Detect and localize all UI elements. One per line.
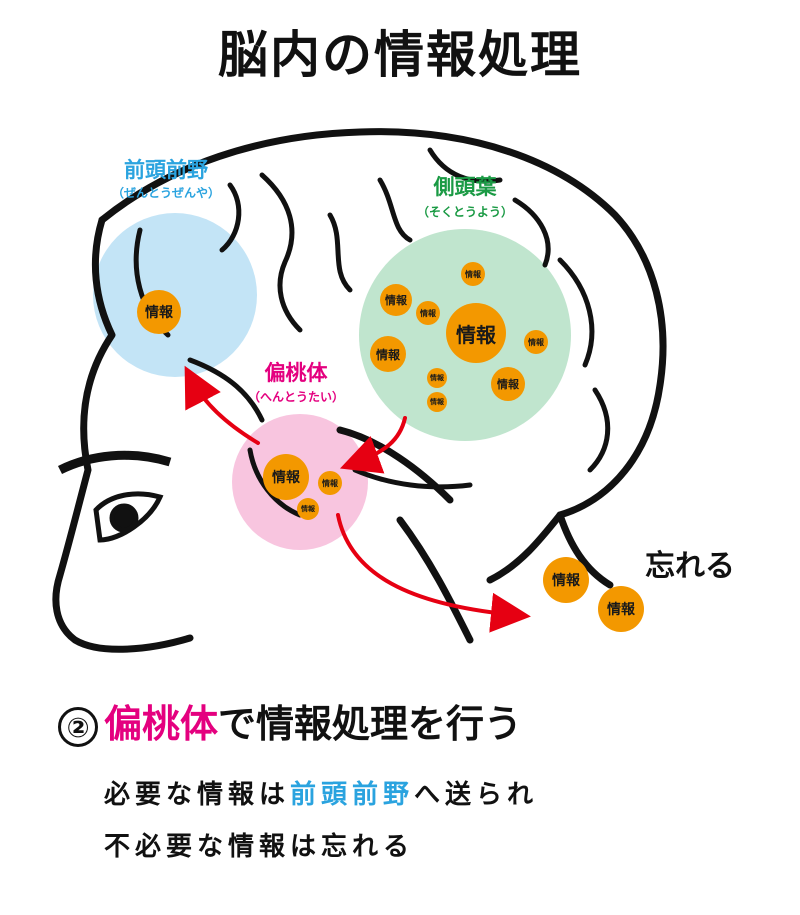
- info-chip: 情報: [446, 303, 506, 363]
- forgotten-info-chip: 情報: [543, 557, 589, 603]
- head-outline: [52, 128, 667, 653]
- info-chip: 情報: [416, 301, 440, 325]
- info-chip: 情報: [137, 290, 181, 334]
- info-chip: 情報: [427, 368, 447, 388]
- forget-label: 忘れる: [645, 549, 735, 584]
- info-chip: 情報: [380, 284, 412, 316]
- frontal-reading: （ぜんとうぜんや）: [111, 186, 220, 200]
- info-chip: 情報: [524, 330, 548, 354]
- flow-arrows: [184, 365, 531, 633]
- info-chip: 情報: [370, 336, 406, 372]
- info-chip: 情報: [461, 262, 485, 286]
- page-title: 脳内の情報処理: [218, 26, 582, 84]
- caption-line-1: 必要な情報は前頭前野へ送られ: [104, 780, 539, 810]
- forgotten-info-chip: 情報: [598, 586, 644, 632]
- brain-folds: [133, 147, 611, 518]
- info-chip: 情報: [297, 498, 319, 520]
- eye: [57, 450, 172, 543]
- temporal-label: 側頭葉: [433, 175, 497, 199]
- info-chip: 情報: [491, 367, 525, 401]
- caption-line-2: 不必要な情報は忘れる: [104, 832, 415, 862]
- arrow-to-forget: [336, 513, 531, 633]
- amygdala-label: 偏桃体: [264, 361, 328, 385]
- amygdala-reading: （へんとうたい）: [247, 390, 344, 404]
- info-chip: 情報: [427, 392, 447, 412]
- step-rest: で情報処理を行う: [218, 702, 523, 746]
- frontal-label: 前頭前野: [124, 158, 208, 182]
- info-chip: 情報: [263, 454, 309, 500]
- arrow-from-temporal: [339, 416, 407, 474]
- step-highlight: 偏桃体: [104, 702, 219, 746]
- frontal-mention: 前頭前野: [290, 780, 415, 810]
- step-number: ②: [58, 706, 98, 747]
- arrow-to-frontal: [184, 365, 260, 445]
- info-chip: 情報: [318, 471, 342, 495]
- temporal-reading: （そくとうよう）: [416, 205, 513, 219]
